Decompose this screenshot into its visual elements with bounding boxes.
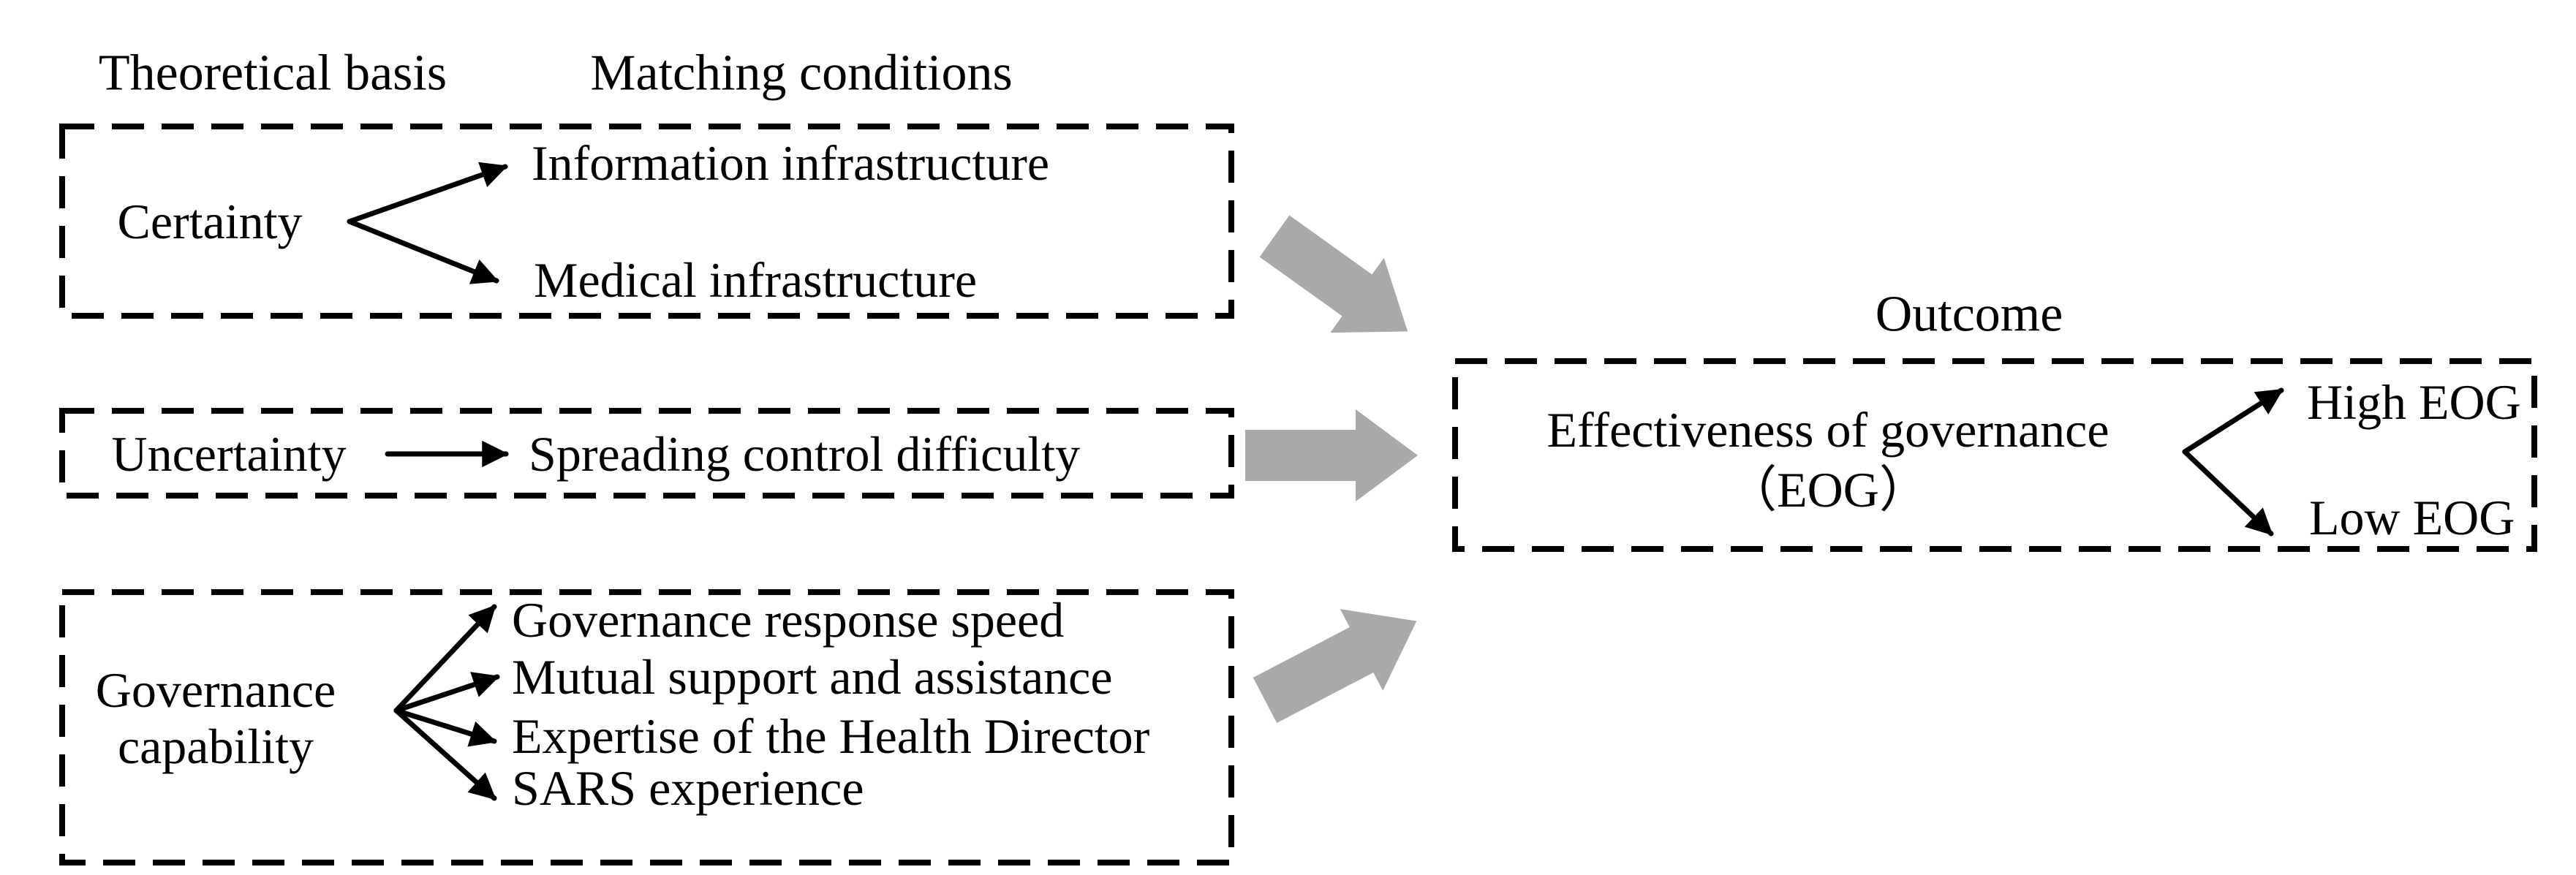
high-eog-label: High EOG bbox=[2307, 374, 2521, 430]
low-eog-label: Low EOG bbox=[2309, 490, 2515, 545]
medical-infrastructure-label: Medical infrastructure bbox=[534, 252, 977, 308]
arrow-to-low-eog bbox=[2182, 449, 2274, 537]
arrow-to-expertise bbox=[393, 708, 497, 747]
governance-response-speed-label: Governance response speed bbox=[512, 592, 1064, 648]
arrow-to-information-infrastructure bbox=[347, 162, 508, 224]
arrow-to-medical-infrastructure bbox=[347, 219, 499, 284]
arrow-to-high-eog bbox=[2182, 387, 2284, 455]
block-arrow-bottom-icon bbox=[1253, 609, 1417, 724]
sars-experience-label: SARS experience bbox=[512, 760, 864, 816]
matching-conditions-header: Matching conditions bbox=[590, 45, 1012, 102]
spreading-control-difficulty-label: Spreading control difficulty bbox=[529, 426, 1080, 482]
certainty-label: Certainty bbox=[117, 194, 302, 249]
outcome-box-border bbox=[1452, 358, 2537, 552]
block-arrow-middle-shape bbox=[1245, 409, 1418, 501]
arrow-to-governance-response-speed bbox=[393, 604, 497, 713]
outcome-header: Outcome bbox=[1876, 287, 2063, 343]
governance-branch-arrows bbox=[393, 604, 500, 801]
uncertainty-label: Uncertainty bbox=[112, 426, 347, 482]
eog-branch-arrows bbox=[2182, 387, 2284, 537]
arrow-to-sars-experience bbox=[393, 708, 497, 801]
block-arrow-middle-icon bbox=[1245, 409, 1418, 501]
governance-capability-label-line2: capability bbox=[118, 719, 314, 774]
eog-abbreviation-label: （EOG） bbox=[1727, 462, 1929, 518]
information-infrastructure-label: Information infrastructure bbox=[532, 135, 1049, 191]
certainty-branch-arrows bbox=[347, 162, 508, 284]
arrow-to-mutual-support bbox=[393, 672, 500, 713]
effectiveness-of-governance-label: Effectiveness of governance bbox=[1546, 402, 2109, 458]
uncertainty-box-border bbox=[59, 408, 1234, 499]
theoretical-basis-header: Theoretical basis bbox=[99, 45, 447, 102]
governance-capability-box-border bbox=[59, 589, 1234, 865]
mutual-support-label: Mutual support and assistance bbox=[512, 649, 1113, 705]
governance-capability-label-line1: Governance bbox=[96, 662, 336, 718]
certainty-box-border bbox=[59, 124, 1234, 319]
block-arrow-top-icon bbox=[1259, 215, 1408, 333]
block-arrow-bottom-shape bbox=[1253, 609, 1417, 724]
expertise-label: Expertise of the Health Director bbox=[512, 708, 1150, 764]
block-arrow-top-shape bbox=[1259, 215, 1408, 333]
